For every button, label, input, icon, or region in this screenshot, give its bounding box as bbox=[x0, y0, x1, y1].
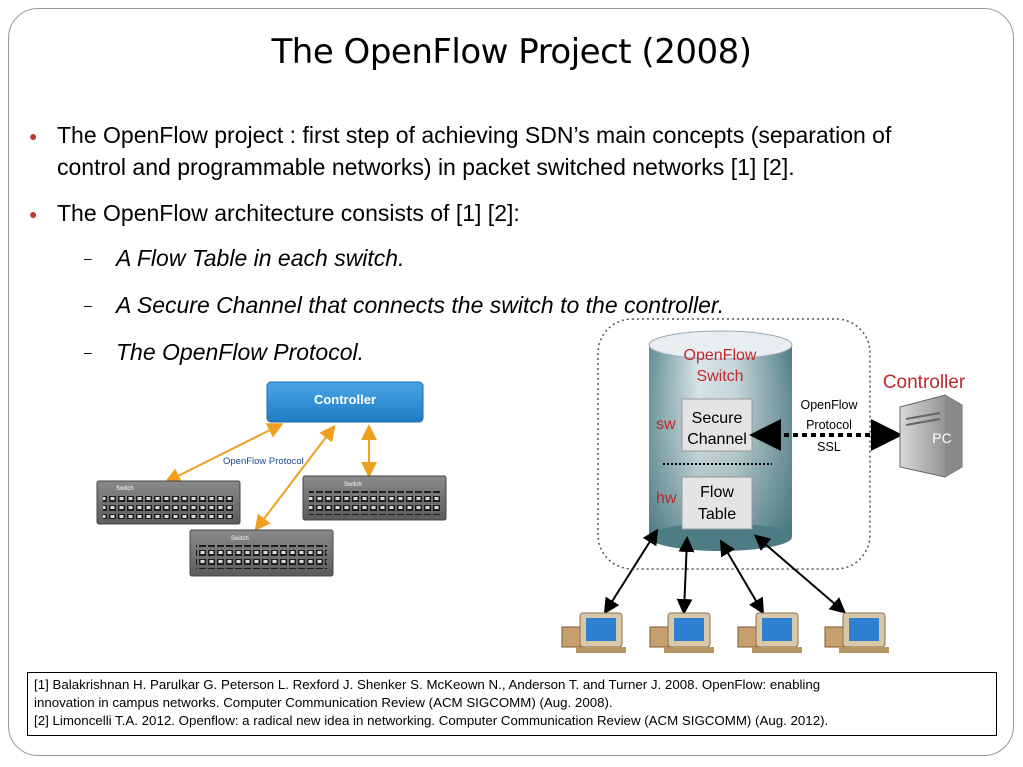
sub-dash: – bbox=[84, 250, 92, 266]
sw-label: sw bbox=[656, 416, 676, 433]
references-box: [1] Balakrishnan H. Parulkar G. Peterson… bbox=[27, 672, 997, 736]
host-arrow-2 bbox=[676, 536, 695, 615]
bullet-2: The OpenFlow architecture consists of [1… bbox=[57, 197, 957, 229]
host-computer-icon bbox=[824, 612, 889, 653]
protocol-line1: OpenFlow bbox=[801, 398, 859, 412]
protocol-line3: SSL bbox=[817, 440, 841, 454]
host-computer-icon bbox=[561, 612, 626, 653]
switch-title-line2: Switch bbox=[696, 368, 743, 385]
host-computer-icon bbox=[737, 612, 802, 653]
bullet-2-line-1: The OpenFlow architecture consists of [1… bbox=[57, 200, 520, 226]
switch-left: Switch bbox=[96, 480, 241, 525]
host-arrow-4 bbox=[753, 534, 847, 614]
host-arrow-3 bbox=[719, 539, 765, 615]
right-openflow-diagram: OpenFlow Switch sw hw Secure Channel Flo… bbox=[561, 318, 966, 653]
protocol-label: OpenFlow Protocol bbox=[223, 456, 304, 467]
controller-box: Controller bbox=[266, 381, 424, 423]
secure-channel-box: Secure Channel bbox=[681, 398, 753, 452]
sub-dash: – bbox=[84, 344, 92, 360]
arrow-controller-switch-left bbox=[164, 423, 284, 483]
host-computer-icon bbox=[649, 612, 714, 653]
bullet-1: The OpenFlow project : first step of ach… bbox=[57, 119, 1007, 183]
reference-line: [1] Balakrishnan H. Parulkar G. Peterson… bbox=[34, 677, 821, 692]
sub-item-flow-table: A Flow Table in each switch. bbox=[116, 245, 405, 271]
bullet-1-line-1: The OpenFlow project : first step of ach… bbox=[57, 122, 892, 148]
bullet-dot: ● bbox=[29, 206, 38, 222]
switch-label: Switch bbox=[231, 536, 249, 542]
left-network-diagram: Controller OpenFlow Protocol Switch Swit… bbox=[96, 381, 447, 577]
hw-label: hw bbox=[656, 490, 677, 507]
sub-item-openflow-protocol: The OpenFlow Protocol. bbox=[116, 339, 365, 365]
pc-tower-icon: PC bbox=[899, 394, 963, 478]
reference-line: [2] Limoncelli T.A. 2012. Openflow: a ra… bbox=[34, 713, 829, 728]
secure-channel-line1: Secure bbox=[692, 410, 743, 427]
host-arrow-1 bbox=[603, 528, 659, 615]
switch-title-line1: OpenFlow bbox=[684, 347, 757, 364]
slide-title: The OpenFlow Project (2008) bbox=[271, 32, 752, 72]
arrow-controller-switch-middle bbox=[254, 424, 336, 532]
sub-item-secure-channel: A Secure Channel that connects the switc… bbox=[116, 292, 725, 318]
flow-table-box: Flow Table bbox=[681, 476, 753, 530]
switch-label: Switch bbox=[344, 482, 362, 488]
switch-right: Switch bbox=[302, 475, 447, 521]
flow-table-line2: Table bbox=[698, 506, 736, 523]
pc-label: PC bbox=[932, 430, 951, 446]
flow-table-line1: Flow bbox=[700, 484, 734, 501]
bullet-dot: ● bbox=[29, 128, 38, 144]
slide-frame bbox=[8, 8, 1014, 756]
controller-label-right: Controller bbox=[883, 372, 966, 393]
sub-dash: – bbox=[84, 297, 92, 313]
switch-middle: Switch bbox=[189, 529, 334, 577]
switch-label: Switch bbox=[116, 486, 134, 492]
switch-boundary bbox=[597, 318, 871, 570]
reference-line: innovation in campus networks. Computer … bbox=[34, 695, 613, 710]
secure-channel-line2: Channel bbox=[687, 431, 747, 448]
protocol-line2: Protocol bbox=[806, 418, 852, 432]
bullet-1-line-2: control and programmable networks) in pa… bbox=[57, 154, 795, 180]
controller-label: Controller bbox=[314, 392, 376, 407]
